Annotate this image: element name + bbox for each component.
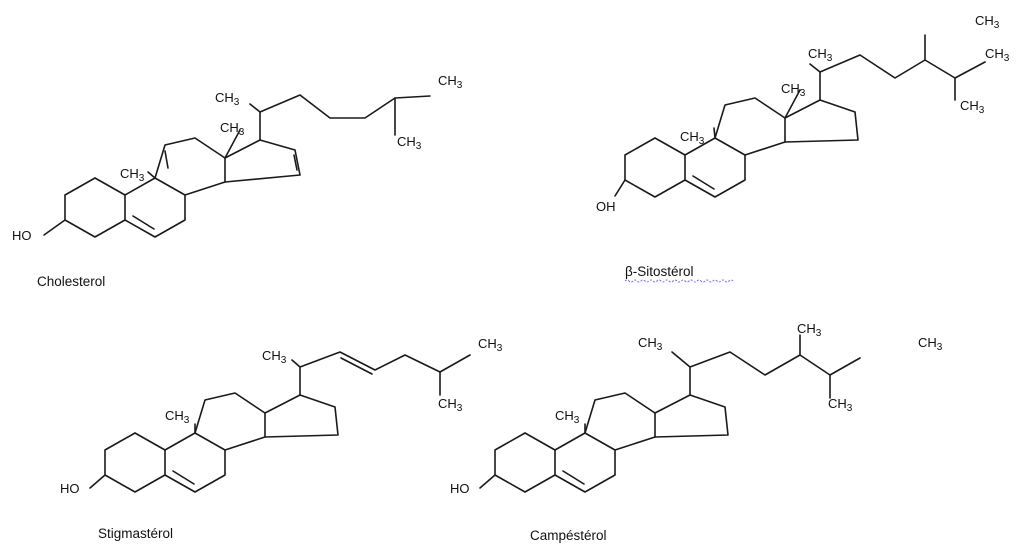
cholesterol-methyl-27-label: CH3 — [397, 134, 422, 152]
beta-sitosterol-caption: β-Sitostérol — [625, 264, 694, 279]
cholesterol-methyl-21-label: CH3 — [215, 90, 240, 108]
stigmasterol-skeleton — [89, 351, 471, 493]
beta-sitosterol-methyl-19-label: CH3 — [680, 129, 705, 147]
campesterol-methyl-19-label: CH3 — [555, 408, 580, 426]
spellcheck-underline — [624, 279, 734, 283]
campesterol-methyl-26-label: CH3 — [918, 335, 943, 353]
stigmasterol-caption: Stigmastérol — [98, 526, 173, 541]
campesterol-hydroxyl-label: HO — [450, 481, 470, 496]
campesterol-methyl-24-label: CH3 — [797, 321, 822, 339]
beta-sitosterol-methyl-ethyl-label: CH3 — [975, 13, 1000, 31]
beta-sitosterol-methyl-26-label: CH3 — [985, 46, 1010, 64]
cholesterol-caption: Cholesterol — [37, 274, 105, 289]
beta-sitosterol-methyl-21-label: CH3 — [808, 46, 833, 64]
cholesterol-methyl-26-label: CH3 — [438, 73, 463, 91]
cholesterol-skeleton — [43, 94, 431, 238]
stigmasterol-methyl-21-label: CH3 — [262, 348, 287, 366]
stigmasterol-methyl-19-label: CH3 — [165, 408, 190, 426]
beta-sitosterol-hydroxyl-label: OH — [596, 199, 616, 214]
beta-sitosterol-methyl-18-label: CH3 — [781, 81, 806, 99]
campesterol-caption: Campéstérol — [530, 528, 607, 543]
cholesterol-methyl-18-label: CH3 — [220, 120, 245, 138]
molecule-stigmasterol: CH3 CH3 CH3 CH3 HO Stigmastérol — [60, 336, 503, 541]
molecule-beta-sitosterol: CH3 CH3 CH3 CH3 CH3 CH3 OH β-Sitostérol — [596, 13, 1010, 283]
molecule-cholesterol: CH3 CH3 CH3 CH3 CH3 HO Cholesterol — [12, 73, 463, 289]
molecule-campesterol: CH3 CH3 CH3 CH3 CH3 HO Campéstérol — [450, 321, 943, 543]
cholesterol-methyl-19-label: CH3 — [120, 166, 145, 184]
beta-sitosterol-methyl-27-label: CH3 — [960, 98, 985, 116]
stigmasterol-hydroxyl-label: HO — [60, 481, 80, 496]
beta-sitosterol-skeleton — [614, 34, 986, 198]
campesterol-methyl-21-label: CH3 — [638, 335, 663, 353]
cholesterol-hydroxyl-label: HO — [12, 228, 32, 243]
stigmasterol-methyl-26-label: CH3 — [478, 336, 503, 354]
campesterol-methyl-27-label: CH3 — [828, 396, 853, 414]
stigmasterol-methyl-27-label: CH3 — [438, 396, 463, 414]
campesterol-skeleton — [479, 334, 861, 493]
